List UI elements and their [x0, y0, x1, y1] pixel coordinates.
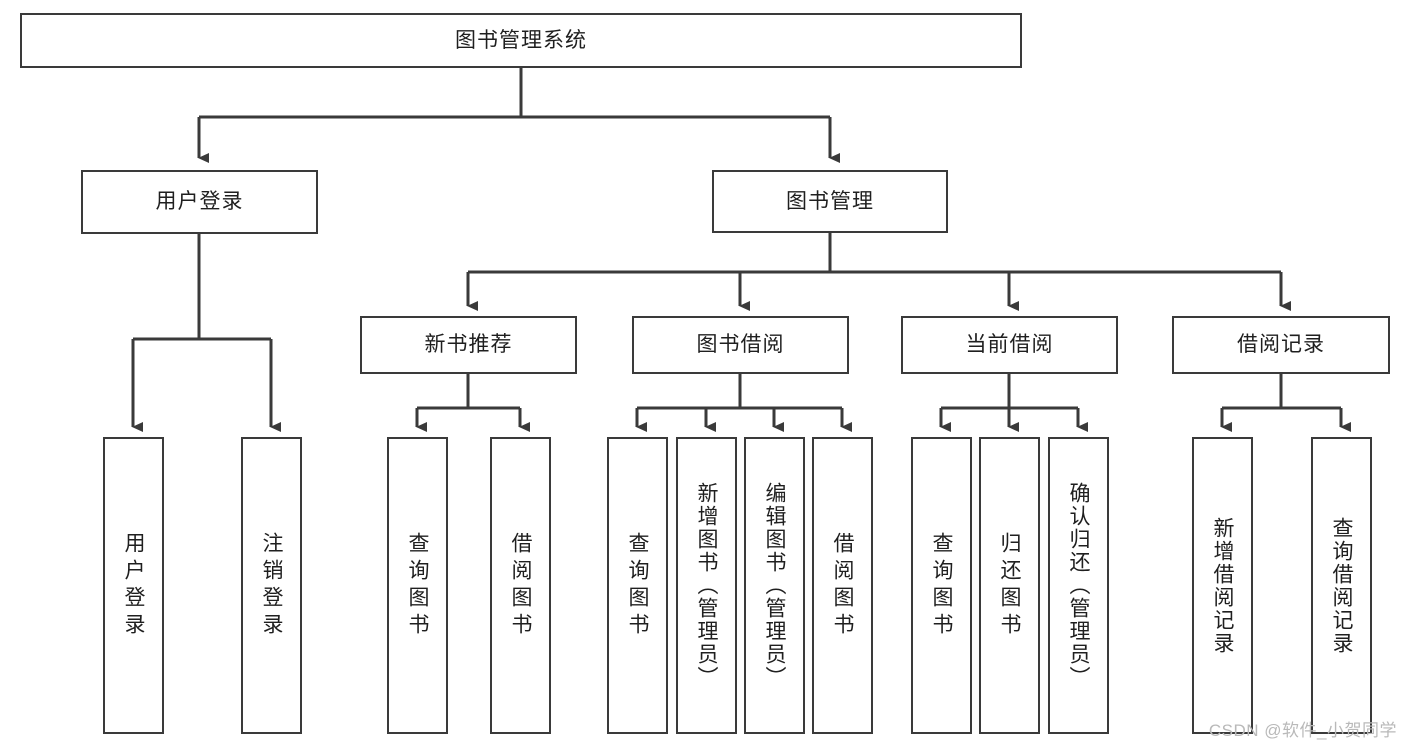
node-label: 用户登录 — [155, 190, 244, 214]
node-label: 查询图书 — [406, 531, 429, 640]
leaf-query-book-current[interactable]: 查询图书 — [911, 437, 972, 734]
leaf-user-login[interactable]: 用户登录 — [103, 437, 164, 734]
node-label: 查询图书 — [626, 531, 649, 640]
node-label: 查询借阅记录 — [1330, 516, 1353, 655]
leaf-return-book[interactable]: 归还图书 — [979, 437, 1040, 734]
leaf-logout[interactable]: 注销登录 — [241, 437, 302, 734]
node-book-borrow[interactable]: 图书借阅 — [632, 316, 849, 374]
node-label: 图书借阅 — [696, 333, 785, 357]
node-label: 借阅图书 — [831, 531, 854, 640]
node-user-login[interactable]: 用户登录 — [81, 170, 318, 234]
node-label: 编辑图书（管理员） — [763, 482, 786, 689]
node-new-book-recommend[interactable]: 新书推荐 — [360, 316, 577, 374]
node-label: 借阅图书 — [509, 531, 532, 640]
leaf-edit-book-admin[interactable]: 编辑图书（管理员） — [744, 437, 805, 734]
leaf-query-book-borrow[interactable]: 查询图书 — [607, 437, 668, 734]
node-label: 查询图书 — [930, 531, 953, 640]
leaf-confirm-return-admin[interactable]: 确认归还（管理员） — [1048, 437, 1109, 734]
csdn-watermark: CSDN @软件_小贺同学 — [1208, 721, 1397, 740]
node-book-management[interactable]: 图书管理 — [712, 170, 948, 233]
leaf-borrow-book[interactable]: 借阅图书 — [812, 437, 873, 734]
node-borrow-record[interactable]: 借阅记录 — [1172, 316, 1390, 374]
node-label: 注销登录 — [260, 531, 283, 640]
node-label: 用户登录 — [122, 531, 145, 640]
node-current-borrow[interactable]: 当前借阅 — [901, 316, 1118, 374]
leaf-query-book-recommend[interactable]: 查询图书 — [387, 437, 448, 734]
leaf-query-borrow-record[interactable]: 查询借阅记录 — [1311, 437, 1372, 734]
node-label: 借阅记录 — [1237, 333, 1325, 357]
leaf-add-borrow-record[interactable]: 新增借阅记录 — [1192, 437, 1253, 734]
node-label: 新增借阅记录 — [1211, 516, 1234, 655]
node-label: 确认归还（管理员） — [1067, 482, 1090, 689]
node-label: 新增图书（管理员） — [695, 482, 718, 689]
node-root-library-management-system[interactable]: 图书管理系统 — [20, 13, 1022, 68]
leaf-borrow-book-recommend[interactable]: 借阅图书 — [490, 437, 551, 734]
node-label: 归还图书 — [998, 531, 1021, 640]
leaf-add-book-admin[interactable]: 新增图书（管理员） — [676, 437, 737, 734]
node-label: 图书管理 — [786, 189, 874, 213]
node-label: 图书管理系统 — [455, 28, 587, 52]
node-label: 当前借阅 — [965, 333, 1054, 357]
node-label: 新书推荐 — [424, 333, 513, 357]
